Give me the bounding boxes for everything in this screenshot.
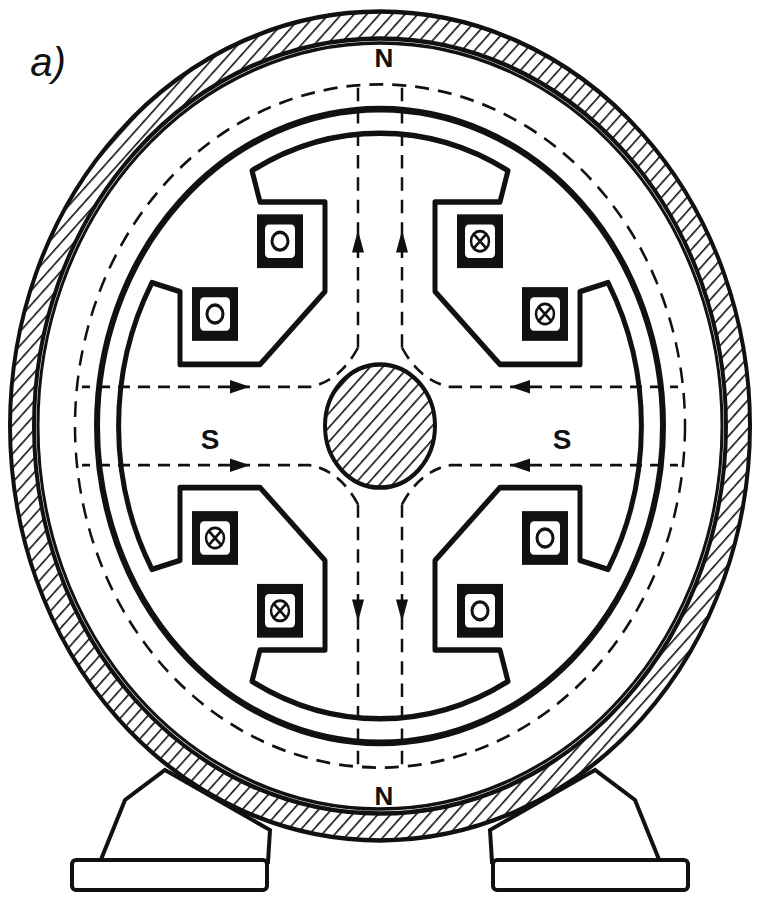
machine-section bbox=[10, 12, 750, 841]
pole-letter: S bbox=[201, 426, 220, 454]
pole-letter: N bbox=[375, 45, 394, 71]
pole-letter: N bbox=[375, 783, 394, 809]
field-winding bbox=[192, 214, 568, 637]
figure-tag: a) bbox=[30, 42, 66, 82]
pole-letter: S bbox=[553, 426, 572, 454]
